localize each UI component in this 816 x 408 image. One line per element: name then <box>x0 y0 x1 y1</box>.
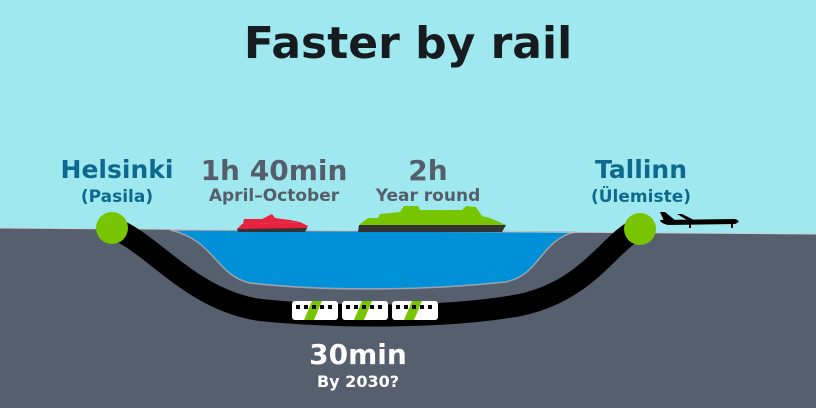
title: Faster by rail <box>244 18 572 69</box>
train-car <box>392 301 438 320</box>
train <box>292 301 438 320</box>
helsinki-station-label: (Pasila) <box>81 187 153 207</box>
tallinn-label: Tallinn <box>595 155 687 184</box>
sea <box>169 229 576 290</box>
fast-ferry-icon <box>237 214 308 232</box>
cruise-ferry-icon <box>358 206 506 232</box>
train-car <box>342 301 388 320</box>
regular-ferry-season: Year round <box>375 186 481 206</box>
helsinki-label: Helsinki <box>61 155 174 184</box>
fast-ferry-time: 1h 40min <box>201 154 348 187</box>
tallinn-station-label: (Ülemiste) <box>591 185 691 207</box>
tallinn-station-marker <box>624 213 656 245</box>
fast-ferry-season: April–October <box>209 186 340 206</box>
train-car <box>292 301 338 320</box>
airplane-icon <box>660 212 739 228</box>
rail-note: By 2030? <box>317 372 399 391</box>
rail-time: 30min <box>309 338 407 371</box>
helsinki-station-marker <box>96 212 128 244</box>
regular-ferry-time: 2h <box>408 154 447 187</box>
